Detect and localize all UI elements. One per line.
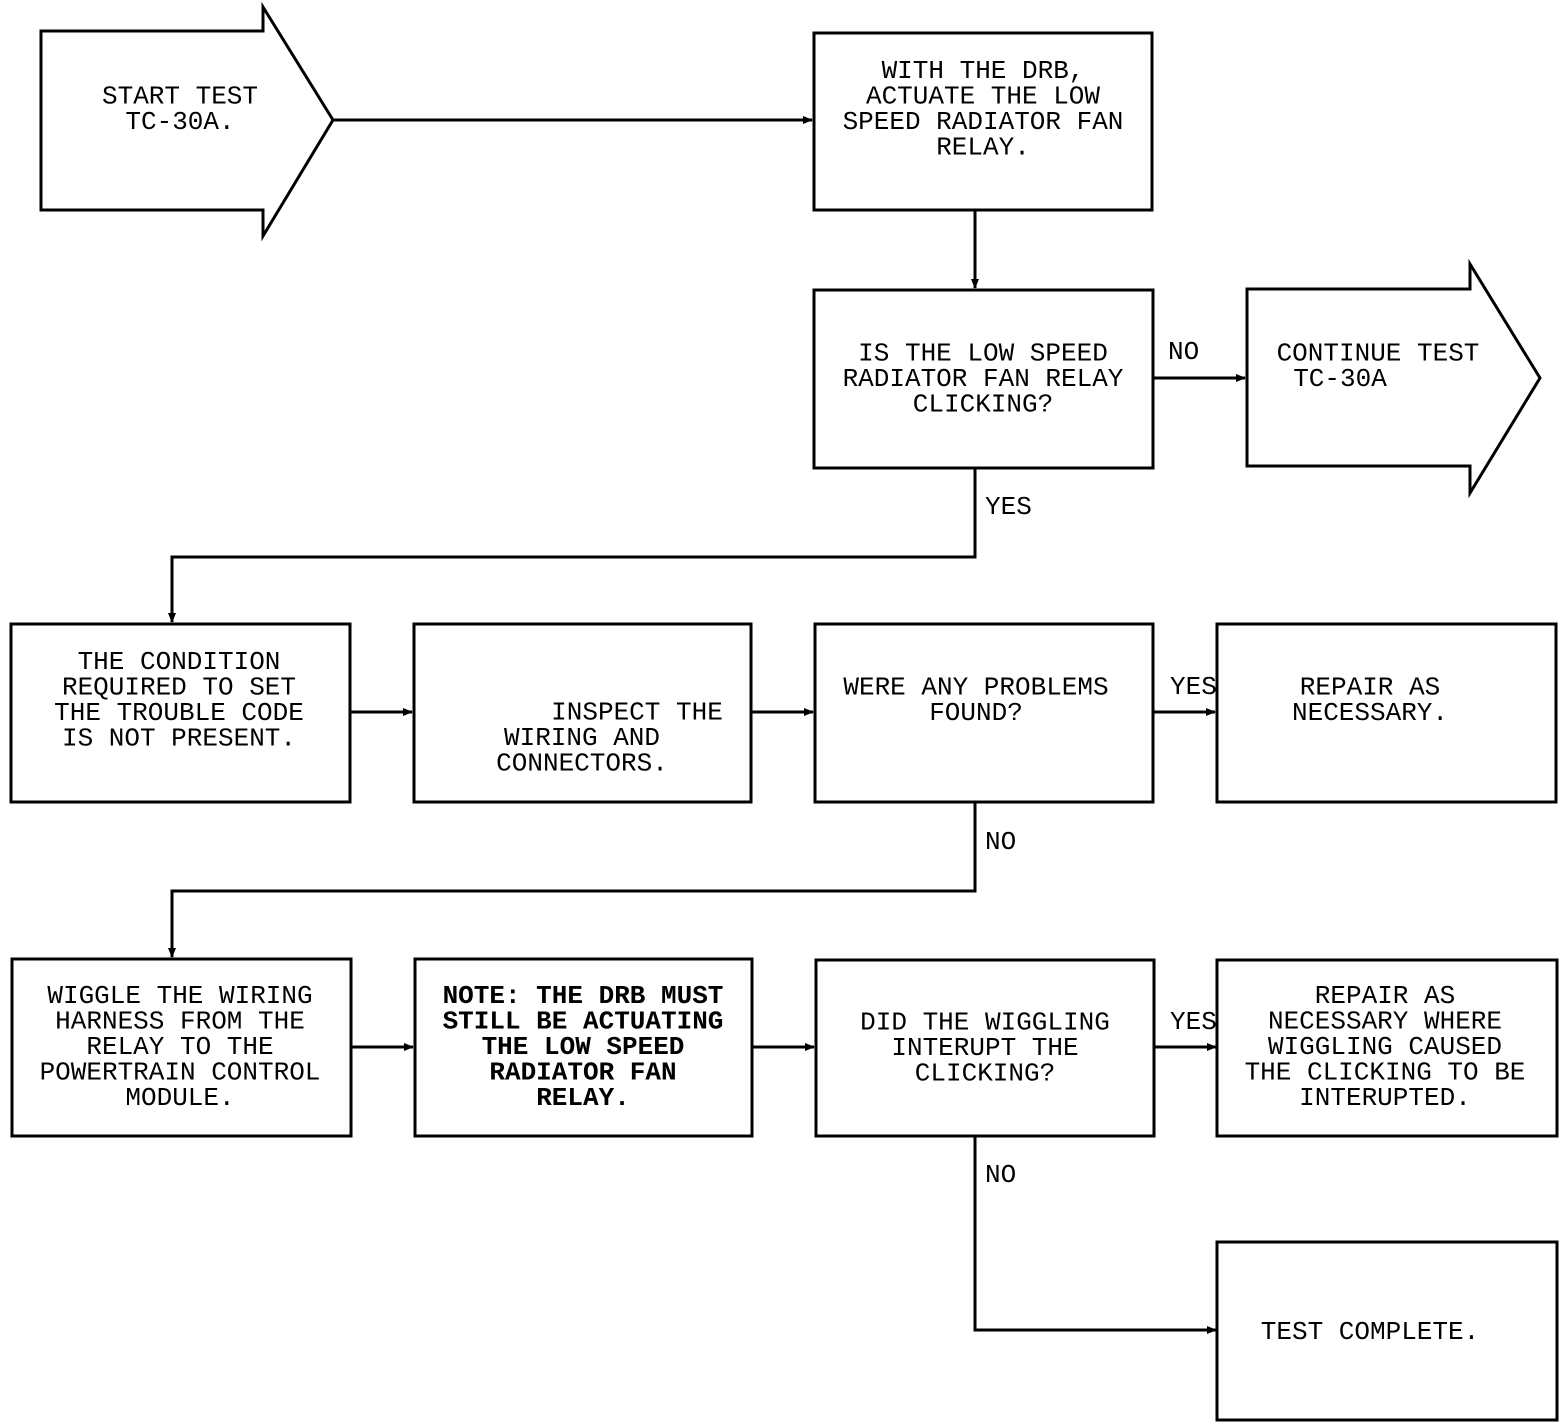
node-text-line: TC-30A	[1293, 364, 1387, 394]
node-text-line: START TEST	[102, 81, 258, 111]
node-text-line: SPEED RADIATOR FAN	[843, 107, 1124, 137]
node-text-line: INTERUPT THE	[891, 1033, 1078, 1063]
actuate-relay-box	[812, 31, 1154, 212]
node-text-line: IS THE LOW SPEED	[858, 339, 1108, 369]
node-text-line: HARNESS FROM THE	[55, 1007, 305, 1037]
node-text-line: NECESSARY.	[1292, 698, 1448, 728]
edge-wiggling-no	[973, 1137, 1217, 1334]
node-text-line: ACTUATE THE LOW	[866, 81, 1100, 111]
node-text-line: STILL BE ACTUATING	[443, 1007, 724, 1037]
question-problems-found-box	[813, 622, 1155, 804]
repair-as-necessary-box	[1215, 622, 1558, 804]
node-text-line: NOTE: THE DRB MUST	[443, 981, 724, 1011]
repair-where-wiggling-box	[1215, 958, 1559, 1138]
node-text-line: RADIATOR FAN RELAY	[843, 364, 1124, 394]
clicking-no-label: NO	[1168, 337, 1199, 367]
edge-problems-no	[168, 802, 977, 958]
node-text-line: CLICKING?	[913, 390, 1053, 420]
node-text-line: POWERTRAIN CONTROL	[40, 1058, 321, 1088]
node-text-line: REPAIR AS	[1300, 672, 1440, 702]
question-relay-clicking-box	[812, 288, 1155, 470]
node-text-line: NECESSARY WHERE	[1268, 1007, 1502, 1037]
node-text-line: CONTINUE TEST	[1277, 338, 1480, 368]
drb-note-box	[413, 957, 754, 1138]
node-text-line: THE LOW SPEED	[482, 1032, 685, 1062]
node-text-line: WIGGLE THE WIRING	[47, 981, 312, 1011]
question-wiggling-box	[814, 958, 1156, 1138]
problems-yes-label: YES	[1170, 672, 1217, 702]
node-text-line: RELAY.	[536, 1083, 630, 1113]
wiggling-no-label: NO	[985, 1160, 1016, 1190]
node-text-line: CLICKING?	[915, 1059, 1055, 1089]
node-text-line: THE CONDITION	[78, 647, 281, 677]
edge-clicking-yes	[168, 468, 977, 623]
test-complete-text: TEST COMPLETE.	[1261, 1317, 1479, 1347]
inspect-wiring-box	[412, 622, 753, 804]
node-text-line: INTERUPTED.	[1299, 1083, 1471, 1113]
node-text-line: CONNECTORS.	[496, 749, 668, 779]
node-text-line: THE CLICKING TO BE	[1245, 1058, 1526, 1088]
wiggle-wiring-box	[10, 957, 353, 1138]
wiggling-yes-label: YES	[1170, 1007, 1217, 1037]
node-text-line: FOUND?	[929, 698, 1023, 728]
start-arrow-shape	[39, 1, 335, 242]
clicking-yes-label: YES	[985, 492, 1032, 522]
node-text-line: WIRING AND	[504, 723, 660, 753]
problems-no-label: NO	[985, 827, 1016, 857]
continue-arrow-shape	[1245, 258, 1542, 499]
node-text-line: MODULE.	[125, 1083, 234, 1113]
node-text-line: WIGGLING CAUSED	[1268, 1032, 1502, 1062]
node-text-line: RADIATOR FAN	[489, 1058, 676, 1088]
node-text-line: IS NOT PRESENT.	[62, 723, 296, 753]
connectors	[168, 116, 1246, 1334]
node-text-line: TEST COMPLETE.	[1261, 1317, 1479, 1347]
node-text-line: WITH THE DRB,	[882, 56, 1085, 86]
node-text-line: TC-30A.	[125, 107, 234, 137]
node-text-line: REPAIR AS	[1315, 981, 1455, 1011]
node-text-line: RELAY TO THE	[86, 1032, 273, 1062]
node-text-line: WERE ANY PROBLEMS	[843, 672, 1108, 702]
condition-not-present-box	[9, 622, 352, 804]
node-text-line: RELAY.	[936, 132, 1030, 162]
node-text-line: INSPECT THE	[551, 698, 723, 728]
node-text-line: REQUIRED TO SET	[62, 672, 296, 702]
node-text-line: THE TROUBLE CODE	[54, 698, 304, 728]
node-test-complete: TEST COMPLETE.	[1215, 1240, 1559, 1422]
edge-labels: NO YES YES NO YES NO	[985, 337, 1217, 1190]
node-text-line: DID THE WIGGLING	[860, 1008, 1110, 1038]
test-complete-box	[1215, 1240, 1559, 1422]
